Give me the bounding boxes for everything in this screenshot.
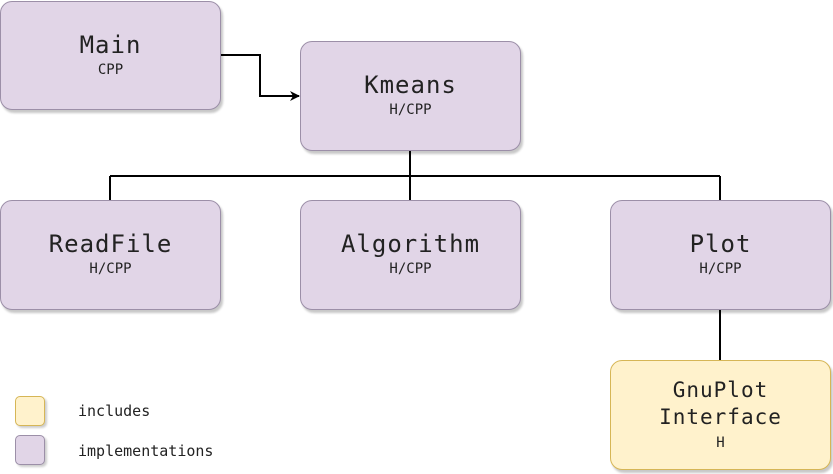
legend-implementations-swatch xyxy=(15,435,45,465)
algorithm-node-type: H/CPP xyxy=(389,261,432,277)
readfile-node-type: H/CPP xyxy=(89,261,132,277)
plot-node-type: H/CPP xyxy=(699,261,742,277)
plot-node[interactable]: Plot H/CPP xyxy=(610,200,831,310)
main-node-type: CPP xyxy=(97,61,124,78)
main-to-kmeans-arrow xyxy=(221,54,300,101)
main-node-title: Main xyxy=(79,30,142,59)
plot-node-title: Plot xyxy=(689,230,752,258)
gnuplot-interface-node-title: GnuPlot Interface xyxy=(659,378,782,429)
kmeans-node-title: Kmeans xyxy=(364,71,457,99)
gnuplot-interface-node[interactable]: GnuPlot Interface H xyxy=(610,360,831,470)
algorithm-node[interactable]: Algorithm H/CPP xyxy=(300,200,521,310)
readfile-node[interactable]: ReadFile H/CPP xyxy=(0,200,221,310)
legend-implementations-label: implementations xyxy=(78,442,214,460)
main-node[interactable]: Main CPP xyxy=(0,1,221,110)
kmeans-node-type: H/CPP xyxy=(389,102,432,118)
kmeans-node[interactable]: Kmeans H/CPP xyxy=(300,41,521,151)
readfile-node-title: ReadFile xyxy=(48,230,173,258)
legend-includes-label: includes xyxy=(78,402,151,420)
gnuplot-interface-node-type: H xyxy=(716,435,725,451)
legend-includes-swatch xyxy=(15,396,45,426)
algorithm-node-title: Algorithm xyxy=(340,230,481,258)
